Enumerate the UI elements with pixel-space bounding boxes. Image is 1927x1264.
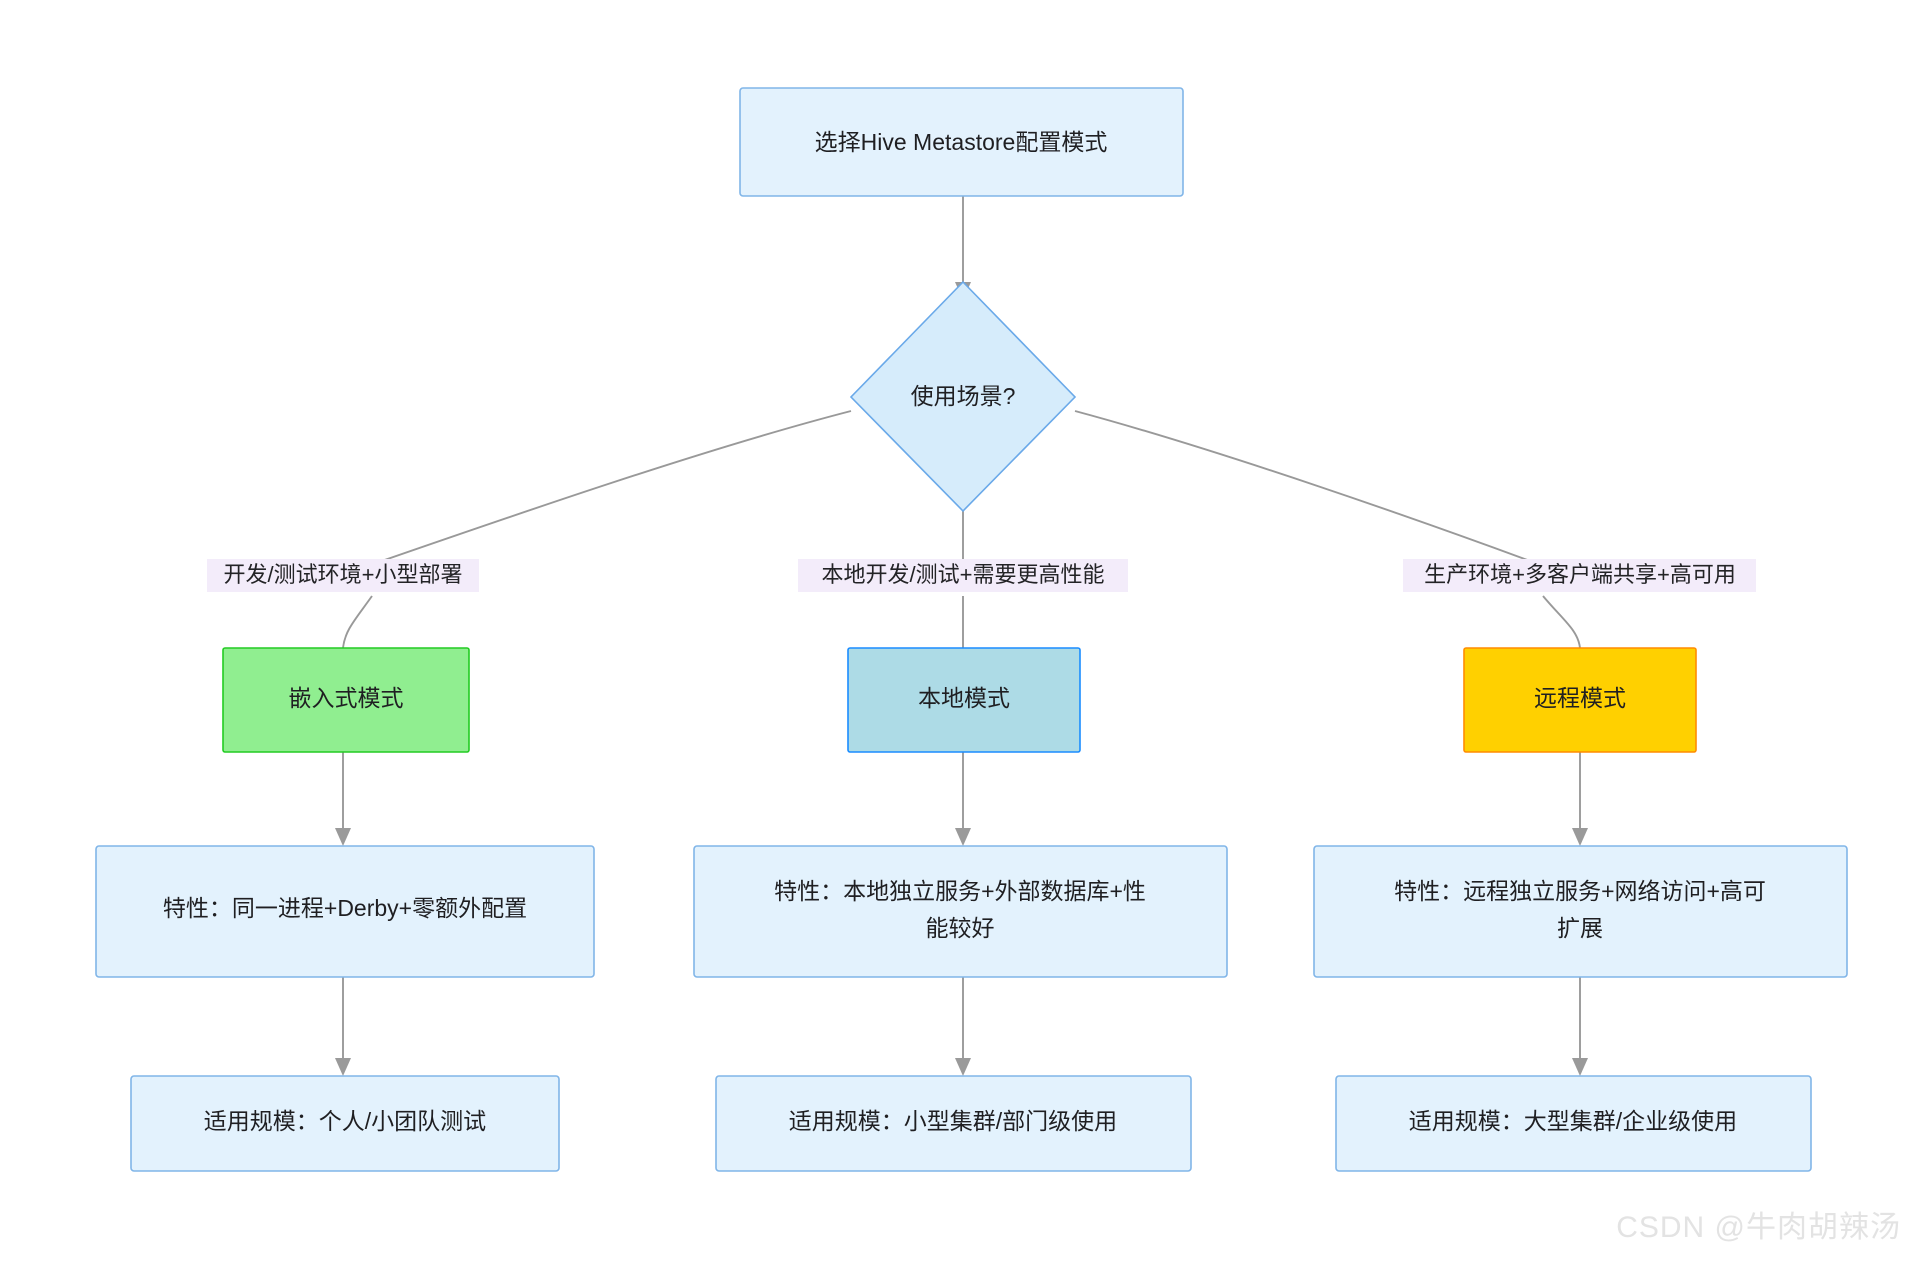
node-feature-remote-line-1: 扩展 [1557,915,1603,941]
node-decision-shape [849,280,1077,513]
csdn-watermark: CSDN @牛肉胡辣汤 [1616,1211,1901,1244]
node-mode-remote-shape [1463,647,1697,753]
node-mode-embedded[interactable]: 嵌入式模式 [222,647,470,753]
node-feature-local-line-1: 能较好 [926,915,995,941]
edge-label-branch-2-bg [1403,559,1756,592]
arrowhead-feature-0-to-scale-0 [335,1058,351,1076]
node-feature-local-shape [693,845,1228,978]
node-scale-local-shape [715,1075,1192,1172]
node-mode-local-label: 本地模式 [918,685,1010,711]
node-scale-remote-label: 适用规模：大型集群/企业级使用 [1409,1108,1737,1134]
node-mode-embedded-label: 嵌入式模式 [289,685,404,711]
node-mode-embedded-shape [222,647,470,753]
node-scale-embedded-shape [130,1075,560,1172]
edge-label-branch-0-text: 开发/测试环境+小型部署 [224,562,463,587]
node-feature-remote-shape [1313,845,1848,978]
arrowhead-feature-2-to-scale-2 [1572,1058,1588,1076]
arrowhead-feature-1-to-scale-1 [955,1058,971,1076]
node-decision-label: 使用场景? [911,383,1016,409]
edge-label-branch-0-bg [207,559,479,592]
edge-decision-to-branch-0 [349,410,852,573]
arrowhead-mode-0-to-feature-0 [335,828,351,846]
arrowhead-mode-2-to-feature-2 [1572,828,1588,846]
node-scale-embedded[interactable]: 适用规模：个人/小团队测试 [130,1075,560,1172]
node-scale-remote[interactable]: 适用规模：大型集群/企业级使用 [1335,1075,1812,1172]
node-feature-embedded[interactable]: 特性：同一进程+Derby+零额外配置 [95,845,595,978]
edge-label-branch-2: 生产环境+多客户端共享+高可用 [1403,559,1756,592]
node-decision[interactable]: 使用场景? [849,280,1077,513]
arrowhead-mode-1-to-feature-1 [955,828,971,846]
edge-label-branch-1-text: 本地开发/测试+需要更高性能 [822,562,1105,587]
node-mode-local[interactable]: 本地模式 [847,647,1081,753]
node-feature-remote[interactable]: 特性：远程独立服务+网络访问+高可 扩展 [1313,845,1848,978]
node-feature-embedded-shape [95,845,595,978]
edge-decision-to-branch-2 [1074,410,1561,573]
edge-branch-0-to-mode [342,595,373,649]
node-feature-embedded-line-0: 特性：同一进程+Derby+零额外配置 [163,895,527,921]
node-start-label: 选择Hive Metastore配置模式 [815,129,1108,155]
node-start-shape [739,87,1184,197]
edge-label-branch-0: 开发/测试环境+小型部署 [207,559,479,592]
node-scale-local[interactable]: 适用规模：小型集群/部门级使用 [715,1075,1192,1172]
edge-label-branch-2-text: 生产环境+多客户端共享+高可用 [1424,562,1736,587]
node-mode-remote-label: 远程模式 [1534,685,1626,711]
edge-label-branch-1: 本地开发/测试+需要更高性能 [798,559,1128,592]
node-feature-local-line-0: 特性：本地独立服务+外部数据库+性 [774,878,1146,904]
node-mode-local-shape [847,647,1081,753]
edge-label-branch-1-bg [798,559,1128,592]
node-scale-remote-shape [1335,1075,1812,1172]
node-start[interactable]: 选择Hive Metastore配置模式 [739,87,1184,197]
node-feature-remote-line-0: 特性：远程独立服务+网络访问+高可 [1394,878,1766,904]
node-scale-embedded-label: 适用规模：个人/小团队测试 [204,1108,486,1134]
edge-branch-2-to-mode [1542,595,1581,649]
node-feature-local[interactable]: 特性：本地独立服务+外部数据库+性 能较好 [693,845,1228,978]
node-scale-local-label: 适用规模：小型集群/部门级使用 [789,1108,1117,1134]
node-mode-remote[interactable]: 远程模式 [1463,647,1697,753]
